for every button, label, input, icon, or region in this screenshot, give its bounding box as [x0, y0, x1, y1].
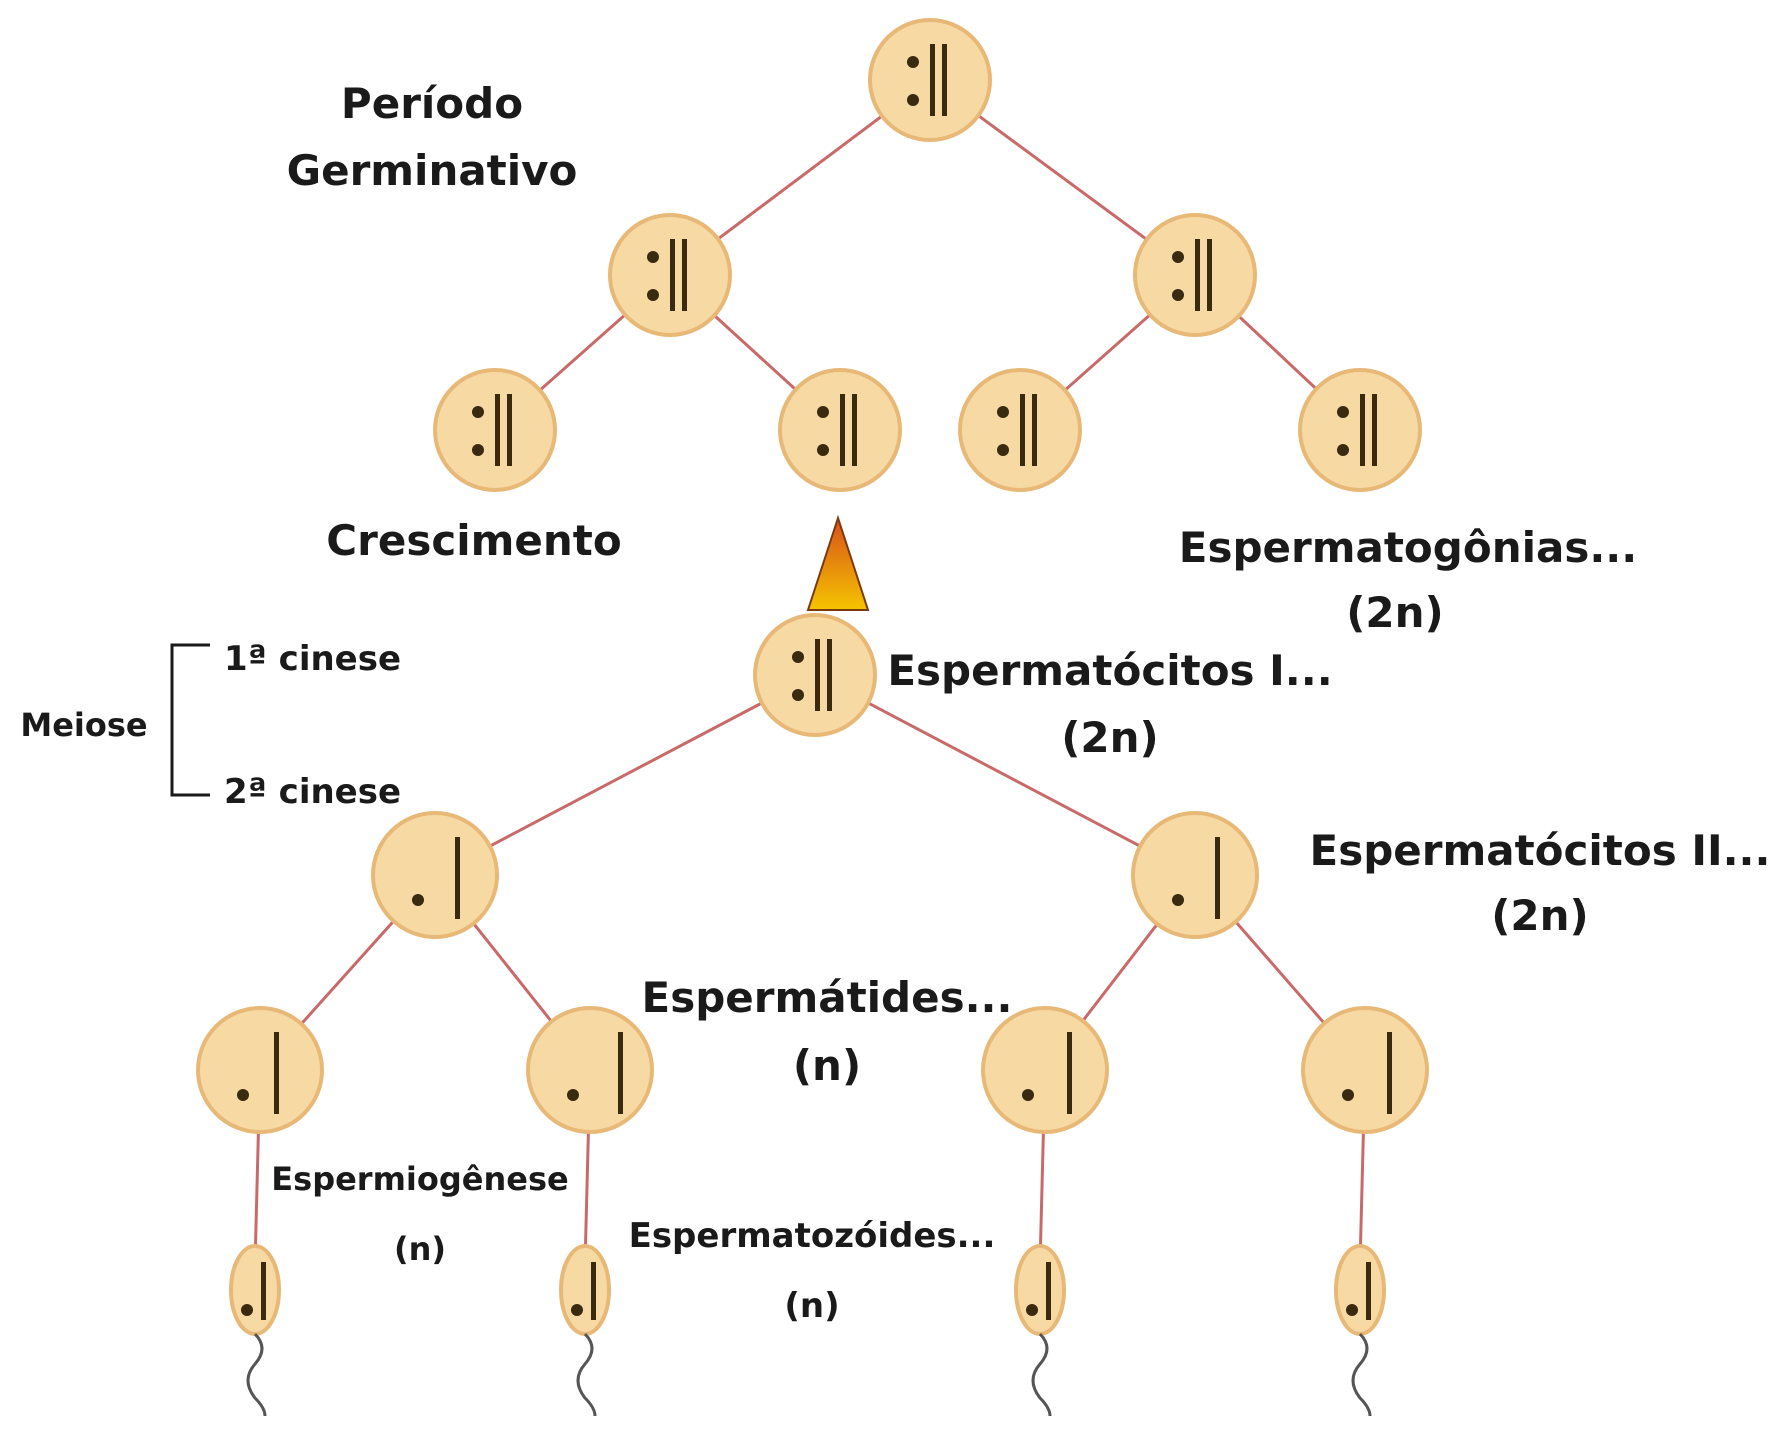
meiose-label: Meiose [20, 706, 147, 744]
cinese1-label: 1ª cinese [224, 639, 401, 679]
spermatogonia-cell [958, 368, 1082, 492]
meiosis-bracket [170, 643, 210, 797]
spermatogonia-cell [1298, 368, 1422, 492]
espermatocitos1-label: Espermatócitos I... [887, 646, 1332, 695]
spermatozoon [1014, 1244, 1066, 1417]
primary-spermatocyte-cell [753, 613, 877, 737]
line-meiosis-right [814, 673, 1196, 877]
espermatocitos1-ploidy: (2n) [1061, 713, 1159, 762]
secondary-spermatocyte-cell [1131, 811, 1259, 939]
spermatid-cell [981, 1006, 1109, 1134]
spermatozoon [559, 1244, 611, 1417]
periodo-germinativo-label-1: Período [341, 79, 523, 128]
espermiogenese-label: Espermiogênese [271, 1160, 568, 1198]
growth-arrow-icon [806, 514, 870, 611]
spermatogonia-cell [608, 213, 732, 337]
line-meiosis-left [434, 673, 816, 877]
espermatides-ploidy: (n) [793, 1041, 861, 1090]
spermatogonia-cell [778, 368, 902, 492]
espermatides-label: Espermátides... [642, 973, 1013, 1022]
espermatocitos2-ploidy: (2n) [1491, 891, 1589, 940]
periodo-germinativo-label-2: Germinativo [287, 146, 578, 195]
spermatozoon [229, 1244, 281, 1417]
spermatid-cell [526, 1006, 654, 1134]
espermatogonias-label: Espermatogônias... [1179, 523, 1637, 572]
espermatocitos2-label: Espermatócitos II... [1310, 826, 1771, 875]
spermatogonia-cell [1133, 213, 1257, 337]
spermatogonia-cell [433, 368, 557, 492]
spermatid-cell [1301, 1006, 1429, 1134]
secondary-spermatocyte-cell [371, 811, 499, 939]
espermatogonias-ploidy: (2n) [1346, 588, 1444, 637]
cinese2-label: 2ª cinese [224, 772, 401, 812]
spermatogonia-root-cell [868, 18, 992, 142]
espermatozoides-ploidy: (n) [784, 1286, 839, 1326]
espermiogenese-ploidy: (n) [394, 1230, 446, 1268]
crescimento-label: Crescimento [326, 516, 621, 565]
spermatozoon [1334, 1244, 1386, 1417]
spermatid-cell [196, 1006, 324, 1134]
espermatozoides-label: Espermatozóides... [629, 1216, 996, 1256]
